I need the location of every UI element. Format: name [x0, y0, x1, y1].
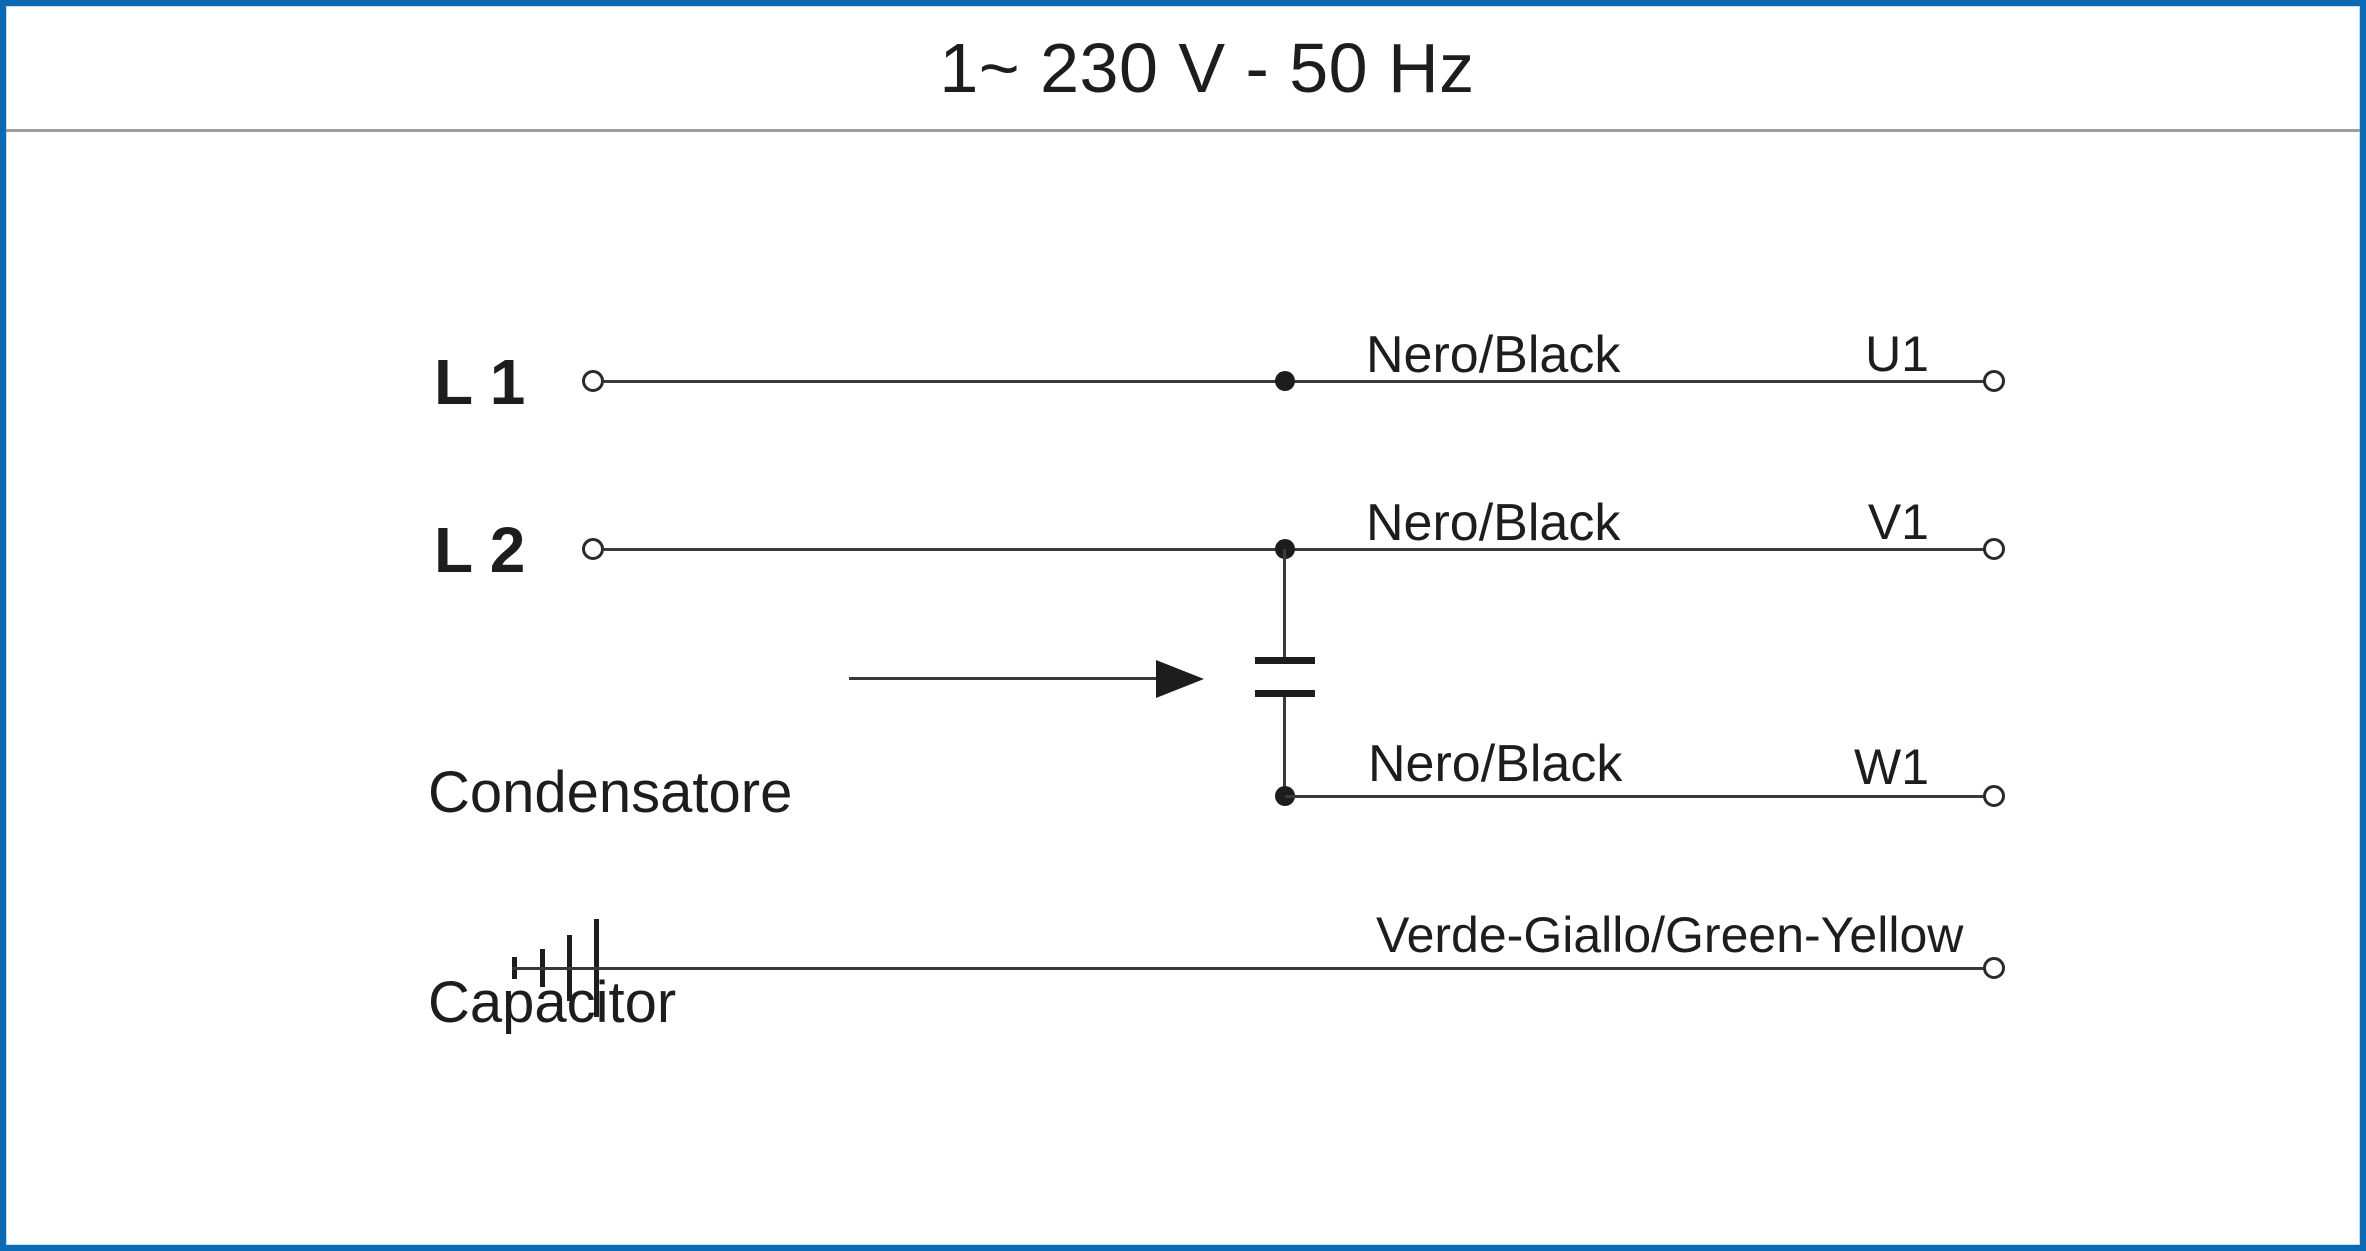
capacitor-plate-top: [1255, 657, 1315, 664]
motor-terminal-u1: [1983, 370, 2005, 392]
ground-terminal: [1983, 957, 2005, 979]
capacitor-pointer-line: [849, 677, 1156, 680]
capacitor-lead-top: [1283, 549, 1286, 659]
capacitor-lead-bottom: [1283, 697, 1286, 796]
motor-terminal-w1: [1983, 785, 2005, 807]
supply-label-l2: L 2: [434, 514, 526, 586]
capacitor-label-italian: Condensatore: [428, 760, 793, 825]
junction-dot-l1: [1275, 371, 1295, 391]
capacitor-arrowhead-icon: [1156, 660, 1204, 698]
supply-terminal-l2: [582, 538, 604, 560]
wire-w1: [1285, 795, 1984, 798]
diagram-title-bar: 1~ 230 V - 50 Hz: [6, 6, 2360, 132]
diagram-title: 1~ 230 V - 50 Hz: [939, 28, 1475, 107]
wire-color-label-v1: Nero/Black: [1366, 494, 1621, 552]
motor-terminal-label-u1: U1: [1865, 326, 1929, 382]
motor-terminal-label-w1: W1: [1854, 739, 1929, 795]
capacitor-plate-bottom: [1255, 690, 1315, 697]
motor-terminal-label-v1: V1: [1867, 494, 1929, 550]
motor-terminal-v1: [1983, 538, 2005, 560]
supply-terminal-l1: [582, 370, 604, 392]
capacitor-label: Condensatore Capacitor: [428, 618, 792, 1178]
wire-color-label-w1: Nero/Black: [1368, 735, 1623, 793]
capacitor-label-english: Capacitor: [428, 970, 677, 1035]
wire-color-label-ground: Verde-Giallo/Green-Yellow: [1376, 907, 1964, 963]
wire-color-label-u1: Nero/Black: [1366, 326, 1621, 384]
wire-ground: [512, 967, 1984, 970]
supply-label-l1: L 1: [434, 346, 526, 418]
